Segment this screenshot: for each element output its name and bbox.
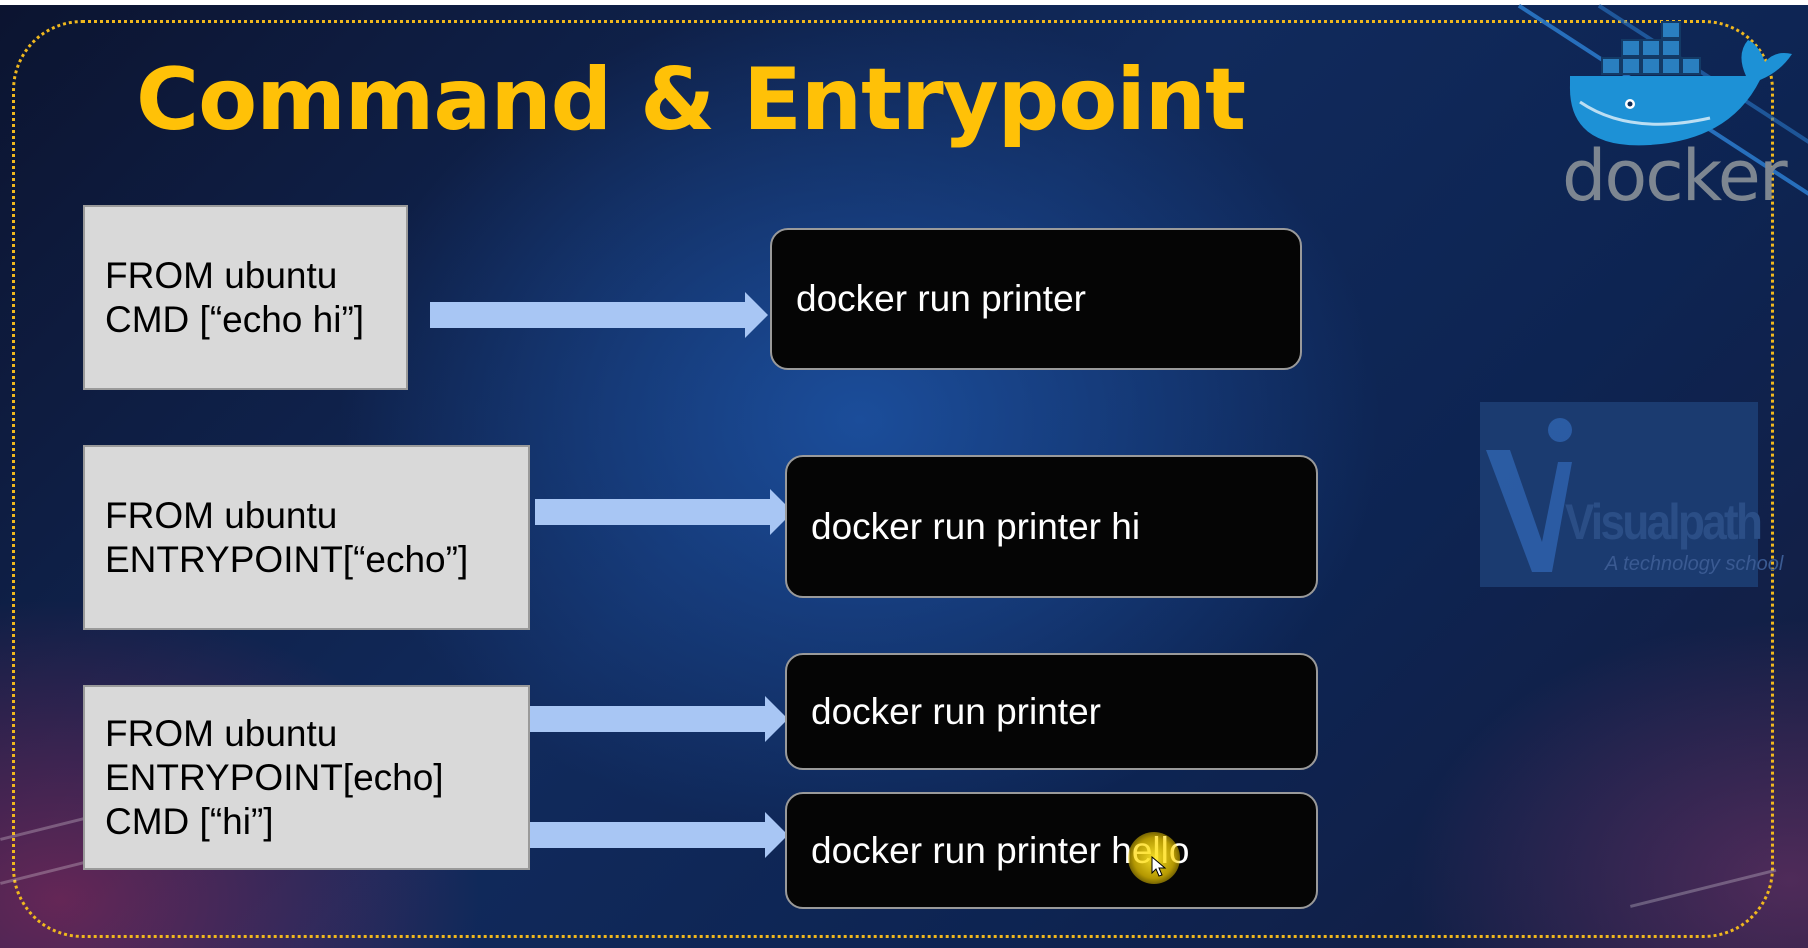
- dockerfile-box-entrypoint: FROM ubuntu ENTRYPOINT[“echo”]: [83, 445, 530, 630]
- visualpath-v-icon: [1486, 418, 1572, 572]
- command-text: docker run printer hello: [811, 829, 1190, 871]
- dotted-frame: [12, 20, 1774, 938]
- dockerfile-box-cmd: FROM ubuntu CMD [“echo hi”]: [83, 205, 408, 390]
- command-box: docker run printer: [770, 228, 1302, 370]
- command-text: docker run printer: [811, 690, 1101, 732]
- cursor-highlight: [1128, 832, 1180, 884]
- dockerfile-line: FROM ubuntu: [105, 494, 338, 536]
- arrow-right-icon: [530, 812, 788, 858]
- arrow-right-icon: [535, 489, 793, 535]
- dockerfile-line: CMD [“hi”]: [105, 800, 274, 842]
- dockerfile-line: ENTRYPOINT[“echo”]: [105, 538, 469, 580]
- visualpath-logo-text: Visualpath: [1565, 494, 1763, 550]
- command-text: docker run printer: [796, 278, 1086, 319]
- dockerfile-box-entrypoint-cmd: FROM ubuntu ENTRYPOINT[echo] CMD [“hi”]: [83, 685, 530, 870]
- docker-whale-icon: [1569, 21, 1792, 146]
- docker-logo-text: docker: [1562, 135, 1788, 217]
- arrow-right-icon: [430, 292, 768, 338]
- dockerfile-line: CMD [“echo hi”]: [105, 298, 365, 340]
- command-box: docker run printer: [785, 653, 1318, 770]
- dockerfile-line: FROM ubuntu: [105, 712, 338, 754]
- visualpath-logo: [1480, 402, 1758, 587]
- command-box: docker run printer hi: [785, 455, 1318, 598]
- command-text: docker run printer hi: [811, 505, 1141, 547]
- slide-title: Command & Entrypoint: [136, 50, 1246, 150]
- dockerfile-line: ENTRYPOINT[echo]: [105, 756, 444, 798]
- visualpath-tagline: A technology school: [1605, 553, 1784, 575]
- dockerfile-line: FROM ubuntu: [105, 254, 338, 296]
- top-edge: [0, 0, 1808, 5]
- command-box: docker run printer hello: [785, 792, 1318, 909]
- mouse-pointer-icon: [1151, 856, 1167, 877]
- arrow-right-icon: [530, 696, 788, 742]
